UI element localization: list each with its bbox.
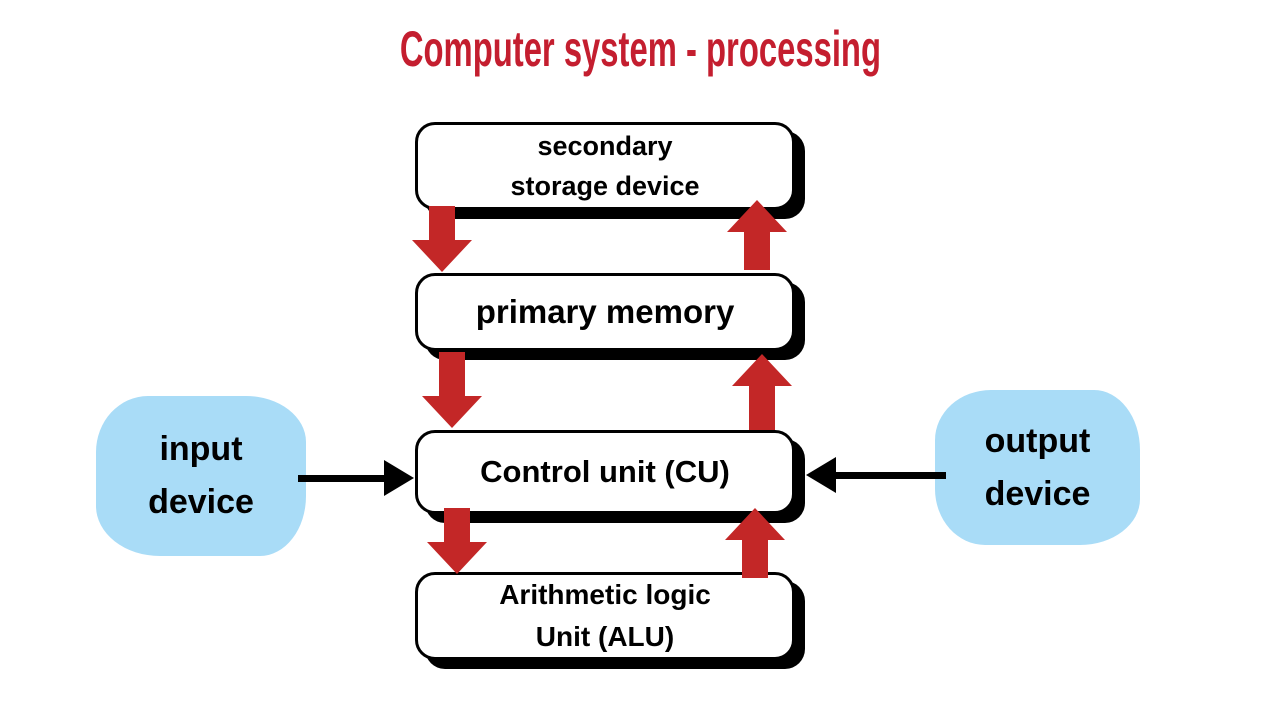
arrow-head [732, 354, 792, 386]
red-down-arrow-secondary-to-primary-icon [412, 206, 472, 272]
box-alu-line1: Arithmetic logic [499, 579, 711, 610]
arrow-shaft [439, 352, 465, 396]
page-title: Computer system - processing [399, 22, 881, 77]
black-left-arrow-output-to-control-icon [806, 457, 946, 493]
box-primary-memory: primary memory [415, 273, 795, 351]
page-title-wrap: Computer system - processing [0, 22, 1280, 77]
arrow-head [422, 396, 482, 428]
arrow-shaft [749, 386, 775, 430]
box-secondary-storage-line2: storage device [510, 171, 700, 201]
arrow-shaft [429, 206, 455, 240]
output-device-line1: output [984, 421, 1091, 460]
black-right-arrow-input-to-control-icon [298, 460, 414, 496]
output-device-blob: output device [935, 390, 1140, 545]
box-alu: Arithmetic logic Unit (ALU) [415, 572, 795, 660]
box-control-unit-label: Control unit (CU) [480, 453, 730, 489]
box-control-unit: Control unit (CU) [415, 430, 795, 514]
arrow-head [427, 542, 487, 574]
input-device-line2: device [148, 483, 254, 521]
input-device-line1: input [159, 430, 243, 469]
arrow-head [727, 200, 787, 232]
red-down-arrow-control-to-alu-icon [427, 508, 487, 574]
red-up-arrow-primary-to-secondary-icon [727, 200, 787, 270]
arrow-shaft [744, 232, 770, 270]
red-up-arrow-control-to-primary-icon [732, 354, 792, 430]
arrow-shaft [742, 540, 768, 578]
box-secondary-storage: secondary storage device [415, 122, 795, 210]
box-primary-memory-label: primary memory [475, 293, 735, 331]
red-up-arrow-alu-to-control-icon [725, 508, 785, 578]
arrow-head [806, 457, 836, 493]
arrow-shaft [836, 471, 946, 479]
input-device-blob: input device [96, 396, 306, 556]
box-secondary-storage-line1: secondary [537, 130, 673, 161]
output-device-line2: device [984, 474, 1091, 513]
box-alu-line2: Unit (ALU) [535, 621, 675, 652]
arrow-head [412, 240, 472, 272]
arrow-shaft [444, 508, 470, 542]
arrow-shaft [298, 474, 384, 482]
red-down-arrow-primary-to-control-icon [422, 352, 482, 428]
arrow-head [725, 508, 785, 540]
arrow-head [384, 460, 414, 496]
